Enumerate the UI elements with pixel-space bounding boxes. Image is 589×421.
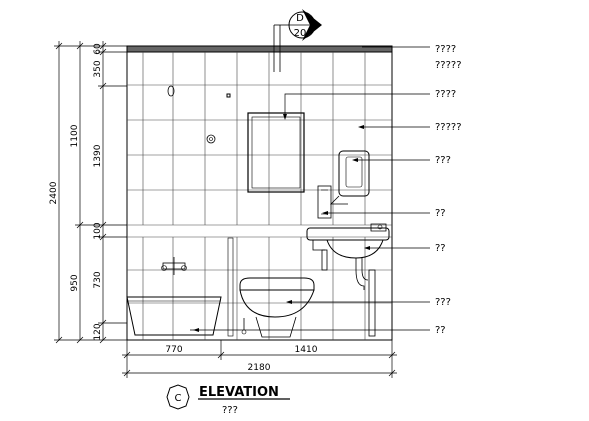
- dim-lower: 950: [70, 274, 80, 291]
- callout-labels: ???? ????? ???? ????? ??? ?? ?? ??? ??: [435, 44, 462, 336]
- section-marker-number: 20: [294, 28, 307, 39]
- callout-label: ?????: [435, 60, 462, 71]
- tile-grid: [127, 52, 392, 340]
- title-heading: ELEVATION: [199, 385, 279, 400]
- callout-label: ?????: [435, 122, 462, 133]
- dim-upper: 1100: [70, 124, 80, 147]
- bath-mixer: [161, 257, 187, 275]
- title-block: C ELEVATION ???: [166, 384, 290, 416]
- title-sub: ???: [222, 405, 238, 416]
- dimension-text-bottom: 770 1410 2180: [165, 345, 317, 373]
- shower-holder: [167, 85, 175, 97]
- title-marker-letter: C: [175, 393, 182, 404]
- dimension-text-left: 2400 1100 950 60 350 1390 100 730 120: [49, 43, 103, 341]
- section-marker-letter: D: [296, 13, 304, 24]
- dim-inner: 60: [93, 43, 103, 55]
- dim-overall-width: 2180: [248, 363, 271, 373]
- basin-pedestal-legs: [321, 249, 376, 337]
- section-marker: D 20: [273, 9, 322, 72]
- callout-label: ??: [435, 208, 446, 219]
- faucet: [370, 223, 387, 232]
- dim-inner: 120: [93, 323, 103, 340]
- callout-label: ??: [435, 243, 446, 254]
- wall-switch: [226, 93, 231, 98]
- trap-pipe: [355, 269, 369, 290]
- callout-leaders: [190, 46, 430, 331]
- mirror: [247, 112, 305, 193]
- dim-inner: 1390: [93, 144, 103, 167]
- dim-inner: 730: [93, 271, 103, 288]
- bathtub: [126, 296, 222, 336]
- wall: [126, 45, 393, 341]
- toilet: [239, 277, 315, 338]
- dim-horizontal: 1410: [295, 345, 318, 355]
- title-marker-octagon: [166, 384, 190, 410]
- floor-drain-fitting: [206, 134, 216, 144]
- callout-label: ??: [435, 325, 446, 336]
- shower-rod: [227, 237, 234, 337]
- dimension-lines-left: [54, 41, 127, 344]
- dim-inner: 100: [93, 222, 103, 239]
- water-heater: [330, 150, 370, 205]
- dim-inner: 350: [93, 60, 103, 77]
- dim-total: 2400: [49, 181, 59, 204]
- callout-label: ???: [435, 155, 451, 166]
- dimension-lines-bottom: [122, 340, 397, 378]
- dim-horizontal: 770: [165, 345, 182, 355]
- callout-arrows: [193, 114, 370, 332]
- washbasin: [326, 239, 384, 270]
- callout-label: ????: [435, 89, 456, 100]
- callout-label: ???: [435, 297, 451, 308]
- callout-label: ????: [435, 44, 456, 55]
